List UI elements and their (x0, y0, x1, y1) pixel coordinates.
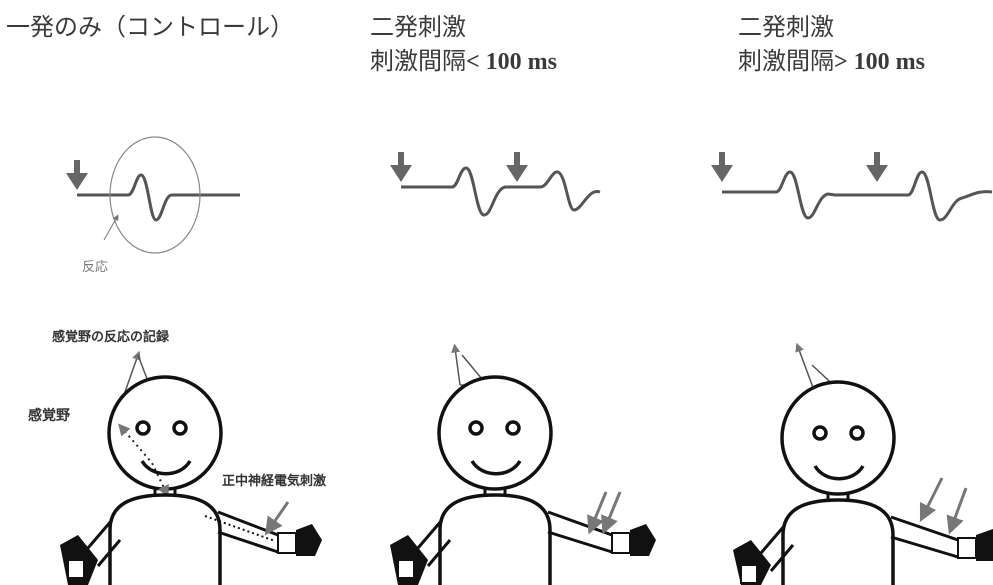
right-hand (611, 524, 656, 556)
eye-left (812, 425, 828, 441)
torso (781, 498, 895, 585)
panel1-title: 一発のみ（コントロール） (6, 13, 294, 41)
eye-right (172, 420, 188, 436)
stimulus-arrow-icon (866, 152, 888, 182)
mouth (470, 459, 522, 476)
eye-right (849, 425, 865, 441)
waveform-trace (401, 166, 601, 217)
right-arm (890, 515, 959, 559)
figure-2 (390, 343, 656, 585)
stimulation-arrow-icon (919, 477, 944, 523)
nerve-dotted-line (204, 515, 276, 542)
left-arm (416, 519, 452, 567)
torso (438, 493, 552, 585)
panel2-interval: 刺激間隔< 100 ms (370, 46, 557, 77)
right-arm (547, 510, 613, 554)
figure-1 (60, 350, 322, 585)
left-arm (759, 524, 795, 572)
stimulus-arrow-icon (66, 160, 88, 190)
sensory-cortex-label: 感覚野 (28, 408, 70, 424)
eye-right (505, 420, 521, 436)
waveform-trace (722, 170, 993, 222)
stimulus-arrow-icon (390, 152, 412, 182)
stimulus-arrow-icon (506, 152, 528, 182)
eye-left (468, 420, 484, 436)
panel2-title: 二発刺激 (370, 13, 466, 41)
response-label: 反応 (82, 260, 109, 275)
panel3-waveform (711, 152, 993, 222)
stimulation-arrow-icon (587, 491, 608, 535)
left-arm (86, 519, 122, 567)
right-hand (957, 529, 993, 561)
stimulation-arrow-icon (601, 491, 622, 535)
figure-3 (733, 342, 993, 585)
stimulation-arrow-icon (264, 501, 290, 536)
head (437, 375, 553, 491)
left-hand (60, 535, 98, 585)
response-pointer (103, 214, 119, 241)
head (780, 380, 896, 496)
recording-label: 感覚野の反応の記録 (52, 330, 170, 345)
panel3-interval-value: > 100 ms (834, 49, 926, 75)
right-hand (277, 524, 322, 556)
panel3-interval-prefix: 刺激間隔 (738, 47, 834, 75)
panel1-waveform (66, 136, 240, 254)
panel2-interval-prefix: 刺激間隔 (370, 47, 466, 75)
panel3-title: 二発刺激 (738, 13, 834, 41)
stimulus-arrow-icon (711, 152, 733, 182)
response-ellipse (109, 136, 201, 254)
stimulation-arrow-icon (946, 487, 968, 535)
stimulation-label: 正中神経電気刺激 (222, 474, 327, 489)
left-hand (733, 540, 771, 585)
left-hand (390, 535, 428, 585)
panel2-waveform (390, 152, 601, 217)
torso (108, 493, 222, 585)
panel3-interval: 刺激間隔> 100 ms (738, 46, 925, 77)
panel2-interval-value: < 100 ms (466, 49, 558, 75)
mouth (813, 464, 865, 481)
waveform-trace (77, 173, 240, 222)
